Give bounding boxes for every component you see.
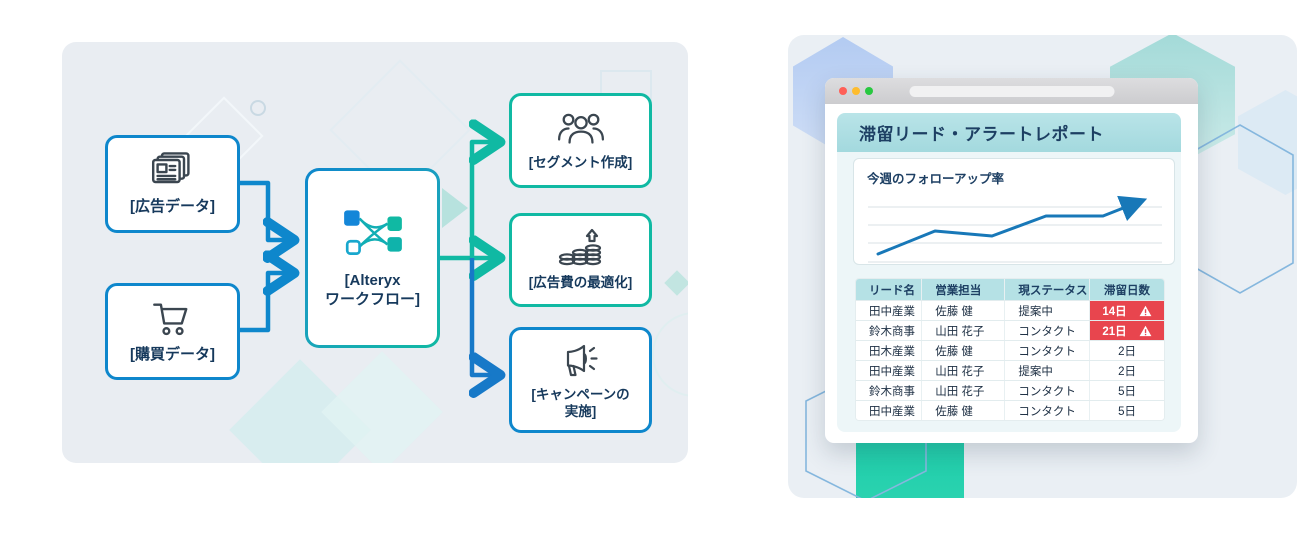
chart-title: 今週のフォローアップ率 [867,172,1005,186]
connector-arrows [240,42,688,463]
days-cell-alert: 21日 [1090,321,1164,340]
table-cell: 田中産業 [856,401,923,420]
followup-chart-card: 今週のフォローアップ率 [853,158,1175,265]
warning-icon [1139,305,1152,316]
box-purchase-data: [購買データ] [105,283,240,380]
header-days: 滞留日数 [1104,284,1151,297]
table-header-row: リード名 営業担当 現ステータス 滞留日数 [856,279,1164,300]
cart-icon [152,303,187,335]
table-row: 田中産業山田 花子提案中 2日 [856,360,1164,380]
table-cell: 鈴木商事 [856,321,923,340]
days-cell: 5日 [1118,405,1136,418]
table-cell: 提案中 [1005,361,1091,380]
people-icon [557,113,604,144]
traffic-light-zoom[interactable] [865,87,873,95]
followup-line-chart [868,195,1162,263]
arrow-to-segment [472,142,496,258]
table-cell: 鈴木商事 [856,381,923,400]
table-cell: 山田 花子 [922,381,1006,400]
days-cell: 2日 [1118,365,1136,378]
browser-window: 滞留リード・アラートレポート 今週のフォローアップ率 [825,78,1198,443]
browser-titlebar [825,78,1198,104]
table-cell: 田中産業 [856,301,923,320]
followup-line [876,195,1148,256]
box-segment-creation: [セグメント作成] [509,93,652,188]
box-label-line1: [キャンペーンの [531,386,630,402]
traffic-light-close[interactable] [839,87,847,95]
header-sales-rep: 営業担当 [922,279,1006,300]
table-cell: 山田 花子 [922,361,1006,380]
traffic-light-minimize[interactable] [852,87,860,95]
table-cell: コンタクト [1005,381,1091,400]
circle-outline-decor [250,100,266,116]
box-label-line2: ワークフロー] [325,291,420,308]
box-label: [広告費の最適化] [528,275,633,291]
arrow-to-campaign [472,258,496,375]
report-illustration-panel: 滞留リード・アラートレポート 今週のフォローアップ率 [788,35,1297,498]
box-label-line1: [Alteryx [344,272,401,290]
workflow-icon [343,210,402,256]
table-row: 田木産業佐藤 健コンタクト 2日 [856,340,1164,360]
table-cell: 佐藤 健 [922,301,1006,320]
box-ad-data: [広告データ] [105,135,240,233]
documents-icon [151,152,190,184]
table-row: 田中産業佐藤 健コンタクト 5日 [856,400,1164,420]
box-campaign-execution: [キャンペーンの 実施] [509,327,652,433]
megaphone-icon [566,344,598,376]
address-bar[interactable] [909,86,1114,97]
box-ad-cost-optimization: [広告費の最適化] [509,213,652,307]
table-cell: 山田 花子 [922,321,1006,340]
arrow-ad-to-alteryx [240,180,290,240]
table-cell: 佐藤 健 [922,401,1006,420]
table-row: 鈴木商事山田 花子コンタクト 5日 [856,380,1164,400]
table-cell: 佐藤 健 [922,341,1006,360]
box-label: [広告データ] [130,198,215,216]
warning-icon [1139,325,1152,336]
table-cell: コンタクト [1005,321,1091,340]
table-cell: コンタクト [1005,401,1091,420]
triangle-decor [442,188,468,228]
table-cell: 田中産業 [856,361,923,380]
table-cell: コンタクト [1005,341,1091,360]
report-header: 滞留リード・アラートレポート [837,113,1181,152]
header-status: 現ステータス [1005,279,1091,300]
workflow-diagram-panel: [広告データ] [購買データ] [62,42,688,463]
days-cell: 5日 [1118,385,1136,398]
header-lead-name: リード名 [856,279,923,300]
days-cell-alert: 14日 [1090,301,1164,320]
box-label: [購買データ] [130,345,215,363]
box-alteryx-workflow: [Alteryx ワークフロー] [305,168,440,348]
box-label-line2: 実施] [564,403,597,419]
arrow-purchase-to-alteryx [240,273,290,333]
table-cell: 田木産業 [856,341,923,360]
coins-growth-icon [558,228,601,266]
report-title: 滞留リード・アラートレポート [859,125,1104,144]
box-label: [セグメント作成] [528,154,633,170]
days-cell: 2日 [1118,345,1136,358]
table-cell: 提案中 [1005,301,1091,320]
